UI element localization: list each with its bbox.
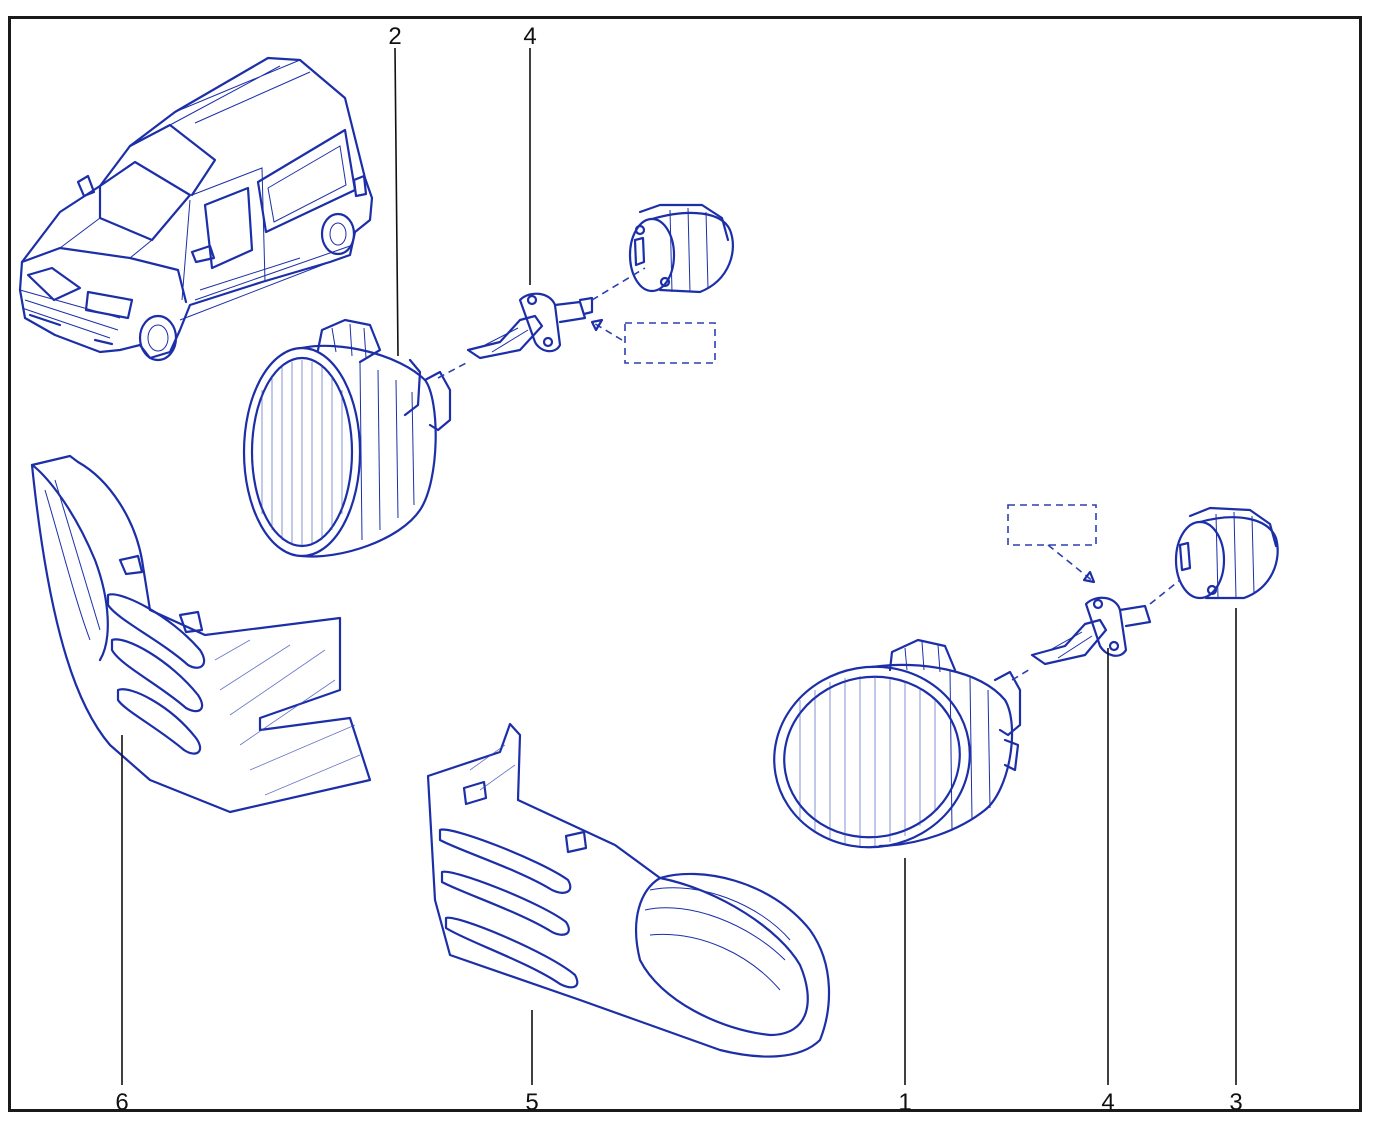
callout-4-bottom: 4 [1101,1089,1114,1116]
bulb-bottom [1030,596,1152,666]
bulb-top [466,292,594,360]
bulb-holder-bottom [1174,506,1279,600]
fog-lamp-right [773,638,1022,849]
assembly-line-top-3 [591,321,623,341]
callout-1: 1 [898,1089,911,1116]
fog-lamp-left [242,318,452,558]
bumper-grille-right [426,722,831,1058]
diagram-frame [8,16,1362,1112]
vehicle-illustration [18,56,374,362]
bulb-holder-top [628,203,734,294]
callout-4-top: 4 [523,23,536,50]
callout-3: 3 [1229,1089,1242,1116]
arrow-head-top [590,318,604,332]
callout-6: 6 [115,1089,128,1116]
bumper-grille-left [30,454,372,814]
reference-box-top [624,322,716,364]
assembly-line-bottom-2 [1149,579,1181,605]
assembly-line-bottom-1 [1011,667,1033,681]
assembly-line-top-2 [591,267,646,301]
reference-box-bottom [1007,504,1097,546]
callout-2: 2 [388,23,401,50]
leader-lines [121,47,1237,1085]
arrow-head-bottom [1082,570,1096,584]
callout-5: 5 [525,1089,538,1116]
assembly-line-top-1 [437,361,469,379]
